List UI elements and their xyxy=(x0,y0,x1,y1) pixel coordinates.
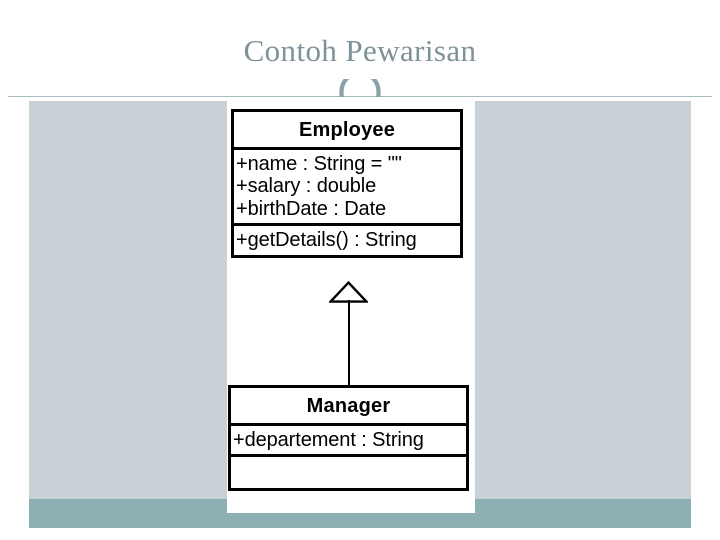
arch-ornament-icon xyxy=(339,79,381,97)
uml-attribute: +departement : String xyxy=(233,429,424,451)
page-title: Contoh Pewarisan xyxy=(243,33,477,68)
uml-class-manager[interactable]: Manager +departement : String xyxy=(228,385,469,492)
generalization-line xyxy=(348,300,350,386)
uml-class-name-manager: Manager xyxy=(306,395,391,417)
uml-operations-employee: +getDetails() : String xyxy=(234,223,460,254)
uml-class-name-employee: Employee xyxy=(298,119,396,141)
uml-attribute: +name : String = "" xyxy=(236,153,402,175)
uml-attribute: +birthDate : Date xyxy=(236,197,387,220)
uml-operations-manager xyxy=(231,454,466,488)
uml-attribute: +salary : double xyxy=(236,175,377,198)
uml-class-employee[interactable]: Employee +name : String = "" +salary : d… xyxy=(231,109,463,258)
uml-operation: +getDetails() : String xyxy=(236,229,417,252)
uml-attributes-employee: +name : String = "" +salary : double +bi… xyxy=(234,147,460,223)
uml-attributes-manager: +departement : String xyxy=(231,423,466,454)
title-divider xyxy=(8,96,712,97)
title-band xyxy=(0,0,720,95)
